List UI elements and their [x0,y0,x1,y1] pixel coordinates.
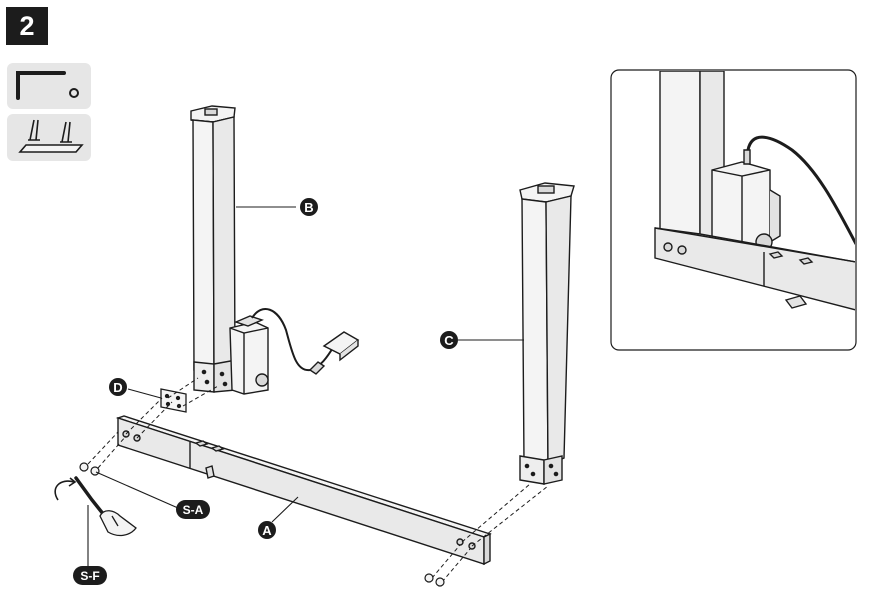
label-b-text: B [304,200,313,215]
label-s-f-text: S-F [80,569,99,583]
frame-legs-tile [7,114,91,161]
label-c-text: C [444,333,454,348]
label-s-a-text: S-A [183,503,204,517]
detail-inset [610,69,857,351]
label-d: D [109,378,127,396]
rotate-arrow-icon [54,477,77,501]
label-d-text: D [113,380,122,395]
label-a-text: A [262,523,272,538]
allen-key-in-use [54,476,137,537]
label-b: B [300,198,318,216]
beam-a [115,415,492,566]
label-a: A [258,521,276,539]
column-c [519,182,575,485]
plate-d [160,388,187,413]
label-s-f: S-F [73,566,107,585]
label-c: C [440,331,458,349]
frame-legs-icon [18,119,84,153]
step-number-badge: 2 [6,7,48,45]
tool-tiles [7,63,91,161]
leader-lines [87,206,524,570]
hand-icon [99,510,137,537]
allen-key-icon [16,71,79,100]
column-b [190,105,360,395]
label-s-a: S-A [176,500,210,519]
alignment-lines [87,377,549,583]
